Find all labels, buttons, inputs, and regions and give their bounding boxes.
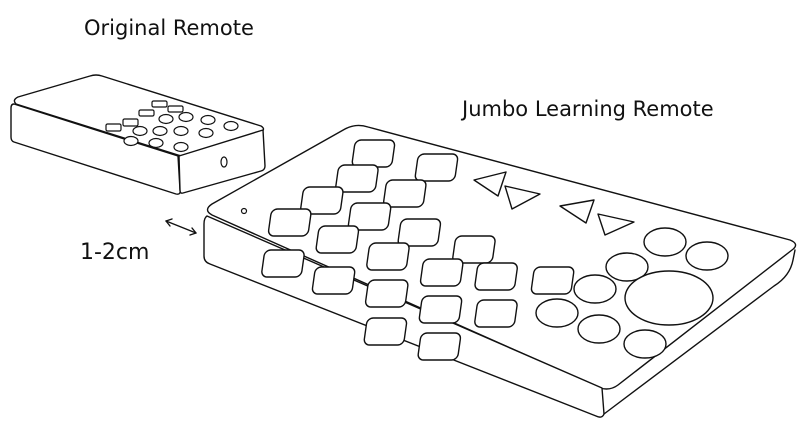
original-remote-button (148, 137, 164, 149)
jumbo-remote-front-face (203, 215, 605, 418)
jumbo-square-button (397, 218, 442, 247)
original-remote-button (122, 118, 139, 127)
jumbo-square-button (363, 317, 408, 346)
jumbo-square-button (347, 202, 392, 231)
jumbo-round-button (573, 274, 617, 304)
gap-arrow-line (165, 220, 197, 234)
jumbo-right-arrow-button (504, 185, 541, 210)
jumbo-square-button (315, 225, 360, 254)
jumbo-remote-label: Jumbo Learning Remote (462, 97, 714, 121)
jumbo-round-button (577, 314, 621, 344)
jumbo-round-button (623, 329, 667, 359)
jumbo-square-button (300, 186, 344, 215)
jumbo-square-button (474, 299, 518, 328)
original-remote-button (152, 125, 168, 137)
jumbo-square-button (311, 266, 356, 295)
jumbo-remote-arrow-buttons (473, 171, 635, 236)
jumbo-remote (203, 124, 797, 418)
original-remote (10, 74, 266, 195)
jumbo-remote-led (240, 207, 248, 215)
jumbo-square-button (530, 266, 575, 295)
gap-arrow-head-right (189, 227, 197, 236)
original-remote-button (173, 125, 189, 137)
jumbo-remote-side-edge (603, 249, 796, 415)
jumbo-square-button (414, 153, 459, 182)
jumbo-remote-round-buttons (535, 227, 729, 359)
gap-indicator (165, 218, 197, 236)
original-remote-button (105, 123, 122, 132)
jumbo-square-button (335, 164, 379, 193)
original-remote-button (167, 105, 184, 113)
original-remote-button (151, 100, 168, 108)
jumbo-square-button (267, 208, 312, 237)
jumbo-large-round-button (624, 270, 714, 326)
jumbo-left-arrow-button (473, 171, 507, 197)
jumbo-left-arrow-button (559, 199, 595, 224)
jumbo-square-button (364, 279, 409, 308)
jumbo-remote-square-buttons (261, 139, 575, 361)
jumbo-square-button (261, 249, 305, 278)
jumbo-square-button (366, 242, 410, 271)
jumbo-square-button (452, 235, 496, 264)
original-remote-button (178, 111, 194, 123)
jumbo-round-button (685, 241, 729, 271)
original-remote-ir-window (220, 156, 228, 168)
original-remote-button (132, 125, 148, 137)
jumbo-round-button (535, 298, 579, 328)
jumbo-round-button (605, 252, 649, 282)
gap-arrow-head-left (165, 218, 173, 227)
original-remote-button (158, 113, 174, 125)
jumbo-square-button (417, 332, 462, 361)
jumbo-right-arrow-button (597, 213, 635, 236)
jumbo-round-button (643, 227, 687, 257)
jumbo-square-button (419, 258, 464, 287)
original-remote-button (123, 135, 139, 147)
original-remote-button (138, 109, 155, 117)
original-remote-button (173, 141, 189, 153)
original-remote-label: Original Remote (84, 16, 254, 40)
jumbo-square-button (351, 139, 396, 168)
original-remote-button (200, 114, 216, 126)
original-remote-button (223, 120, 239, 132)
jumbo-square-button (474, 262, 518, 291)
original-remote-buttons (105, 100, 239, 153)
gap-distance-label: 1-2cm (80, 240, 150, 265)
jumbo-square-button (382, 179, 427, 208)
jumbo-square-button (418, 295, 463, 324)
original-remote-button (198, 127, 214, 139)
